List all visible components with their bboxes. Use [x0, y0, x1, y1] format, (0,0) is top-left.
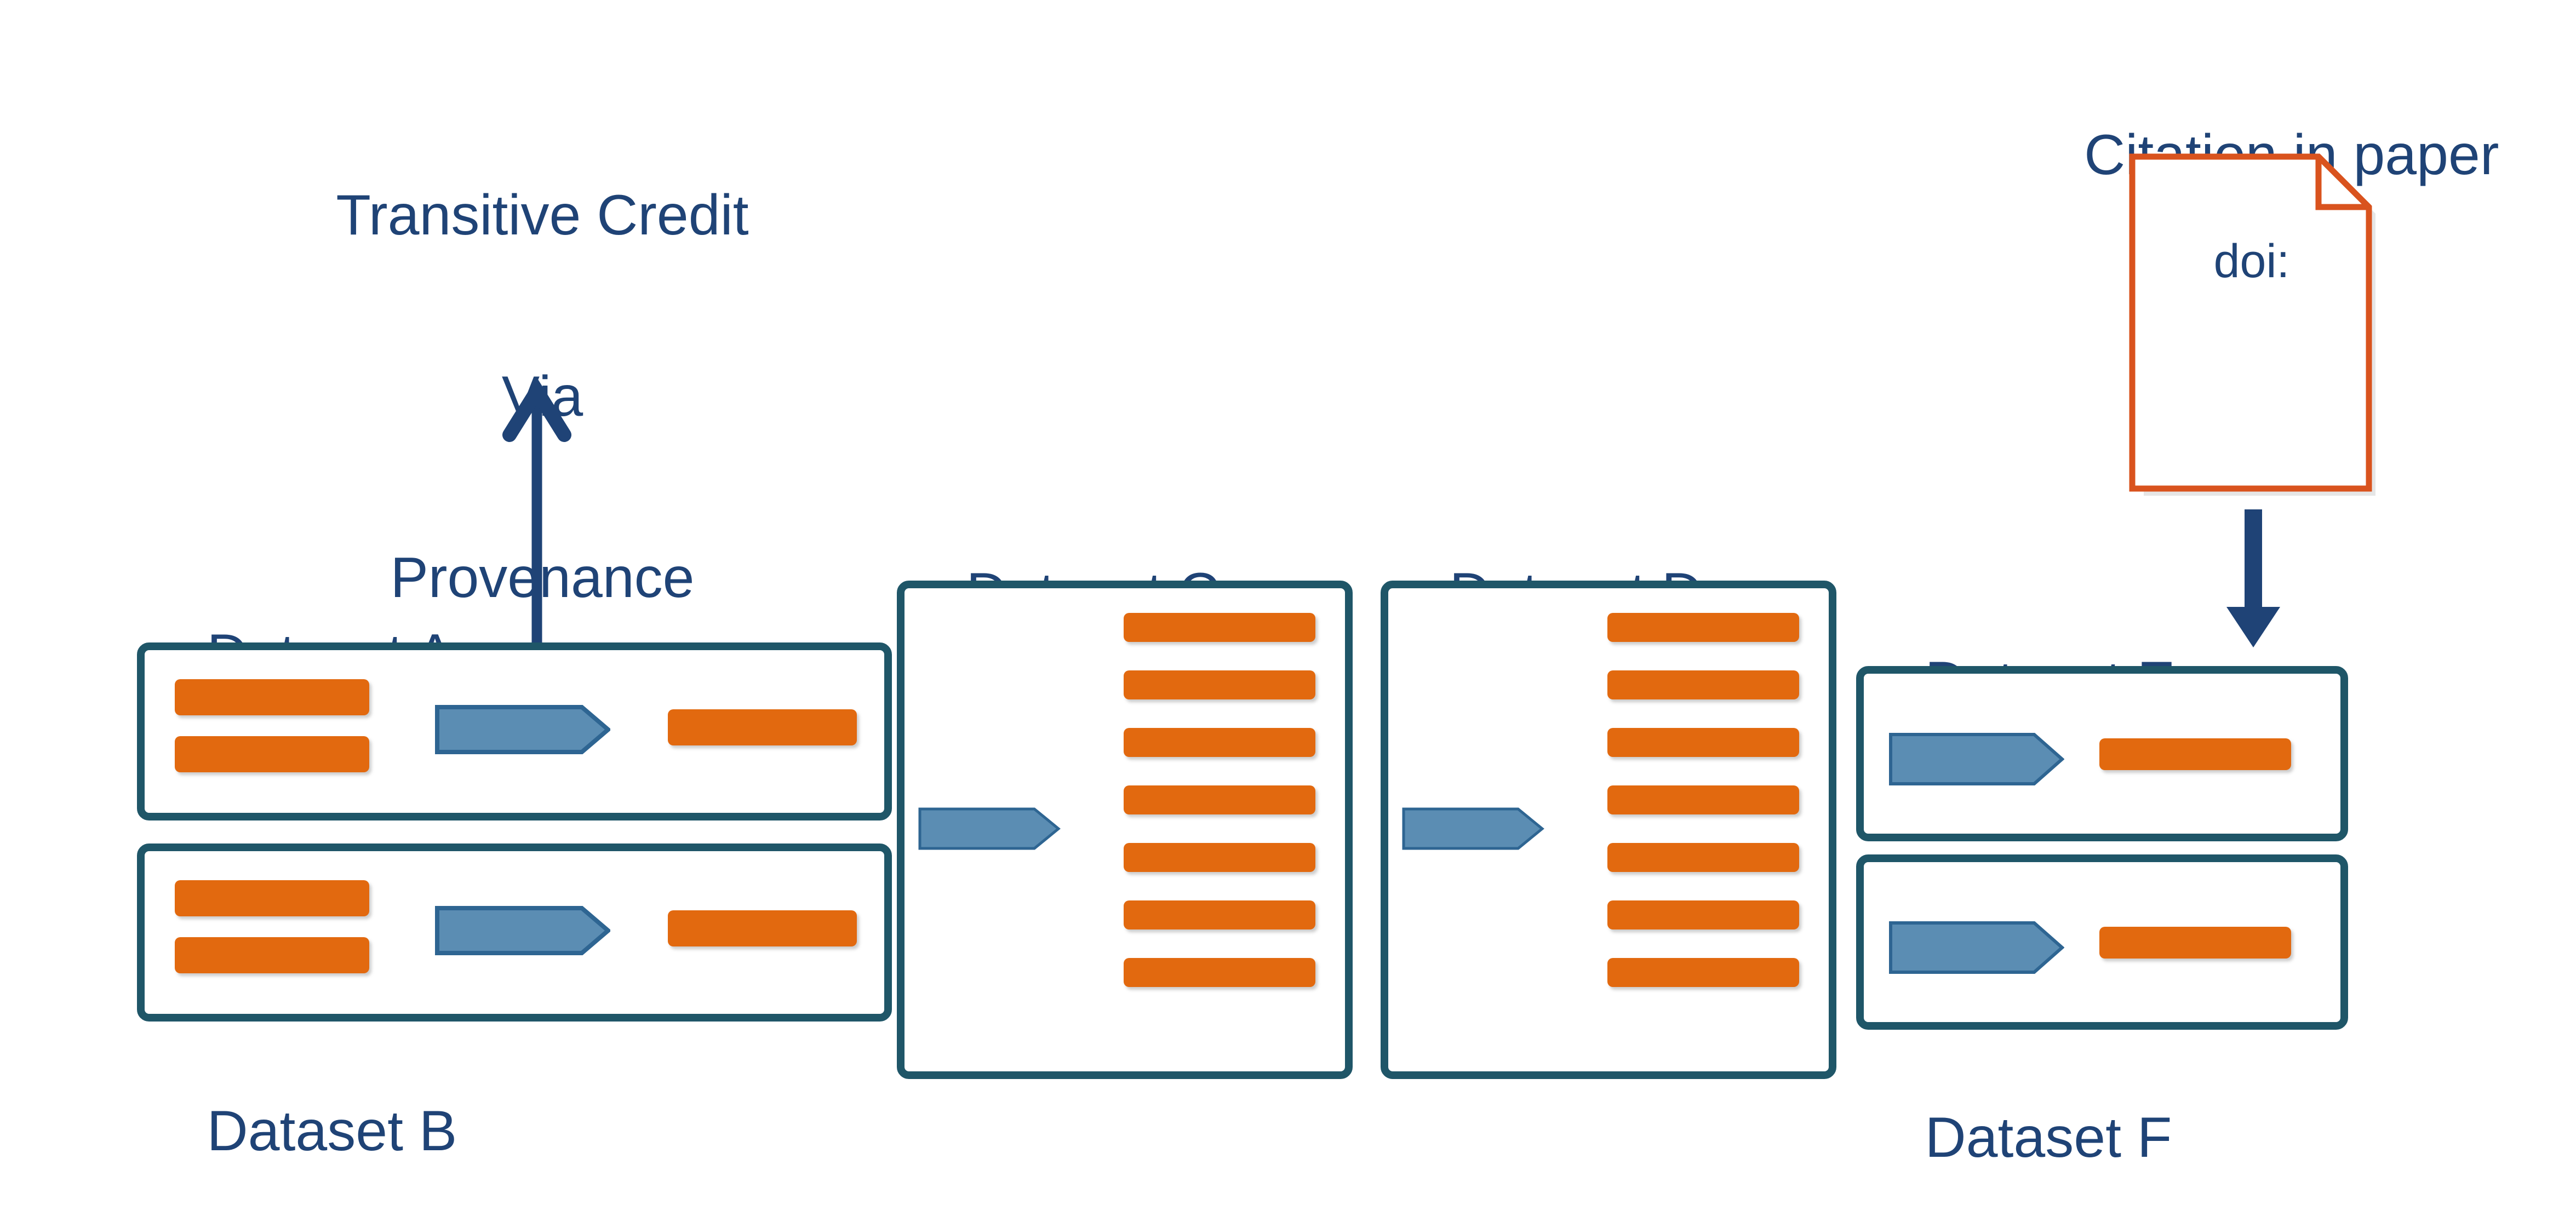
doi-label: doi:	[2213, 235, 2290, 288]
dataset-d-bar-4	[1607, 785, 1799, 814]
transitive-credit-line-3: Provenance	[390, 546, 695, 610]
dataset-d-bar-3	[1607, 728, 1799, 757]
dataset-e-process-arrow	[1889, 733, 2064, 785]
dataset-d-bar-2	[1607, 670, 1799, 699]
document-page-icon: doi:	[2128, 153, 2375, 496]
dataset-d-bar-1	[1607, 613, 1799, 642]
dataset-b-label: Dataset B	[144, 1041, 457, 1205]
credit-up-arrow	[493, 378, 581, 652]
dataset-b-process-arrow	[435, 906, 610, 955]
dataset-f-label: Dataset F	[1862, 1047, 2172, 1205]
dataset-a-bar-left-1	[175, 679, 369, 715]
dataset-b-bar-right-1	[668, 910, 857, 946]
dataset-c-box[interactable]	[897, 581, 1353, 1079]
dataset-d-process-arrow	[1402, 807, 1544, 850]
dataset-b-label-text: Dataset B	[207, 1099, 457, 1163]
dataset-f-label-text: Dataset F	[1925, 1106, 2172, 1170]
dataset-a-box[interactable]	[137, 642, 892, 820]
dataset-b-box[interactable]	[137, 844, 892, 1022]
dataset-f-box[interactable]	[1856, 854, 2348, 1030]
dataset-a-process-arrow	[435, 705, 610, 754]
dataset-c-bar-3	[1124, 728, 1315, 757]
dataset-e-bar-right-1	[2099, 738, 2291, 770]
dataset-b-bar-left-2	[175, 937, 369, 973]
dataset-d-bar-7	[1607, 958, 1799, 987]
transitive-credit-label: Transitive Credit Via Provenance	[257, 65, 827, 729]
dataset-c-bar-2	[1124, 670, 1315, 699]
citation-down-arrow	[2212, 509, 2294, 657]
dataset-b-bar-left-1	[175, 880, 369, 916]
dataset-d-box[interactable]	[1381, 581, 1836, 1079]
dataset-c-process-arrow	[918, 807, 1061, 850]
dataset-c-bar-7	[1124, 958, 1315, 987]
dataset-a-bar-left-2	[175, 736, 369, 772]
dataset-c-bar-1	[1124, 613, 1315, 642]
dataset-e-box[interactable]	[1856, 666, 2348, 841]
dataset-d-bar-5	[1607, 843, 1799, 872]
dataset-c-bar-6	[1124, 900, 1315, 929]
dataset-f-bar-right-1	[2099, 927, 2291, 959]
transitive-credit-line-1: Transitive Credit	[336, 183, 749, 248]
dataset-d-bar-6	[1607, 900, 1799, 929]
dataset-a-bar-right-1	[668, 709, 857, 745]
dataset-c-bar-4	[1124, 785, 1315, 814]
dataset-f-process-arrow	[1889, 921, 2064, 974]
dataset-c-bar-5	[1124, 843, 1315, 872]
